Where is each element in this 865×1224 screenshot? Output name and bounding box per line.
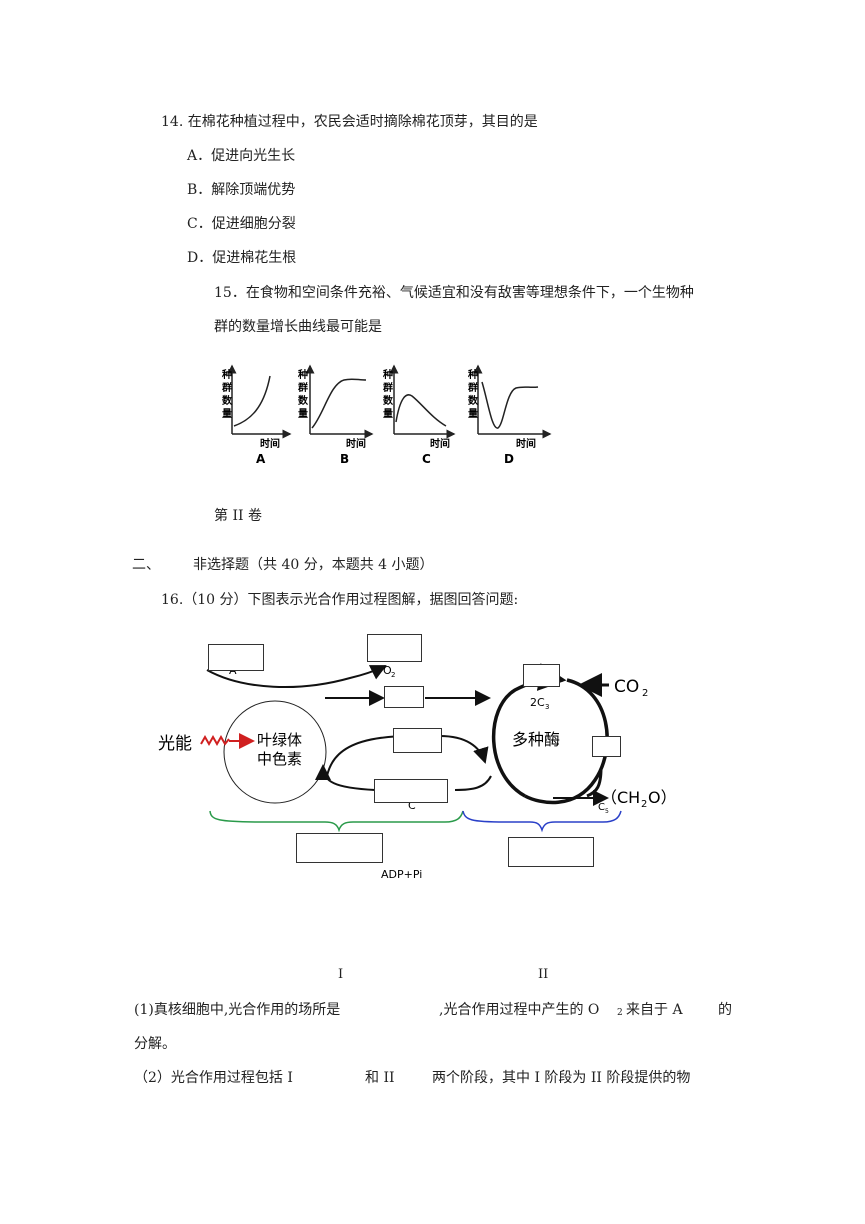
q14-option-d: D．促进棉花生根 bbox=[187, 250, 297, 266]
label-ch2o-open: （CH bbox=[601, 788, 640, 807]
q16-sub2-part2: 和 II bbox=[365, 1070, 395, 1086]
q14-stem: 14. 在棉花种植过程中，农民会适时摘除棉花顶芽，其目的是 bbox=[161, 114, 538, 130]
answer-box-o2[interactable] bbox=[367, 634, 422, 662]
calvin-cycle-arc-right bbox=[524, 678, 609, 805]
graph-c-ylabel-2: 群 bbox=[383, 381, 393, 394]
graph-a-letter: A bbox=[256, 452, 266, 466]
volume-title: 第 II 卷 bbox=[214, 508, 262, 524]
light-zigzag-icon bbox=[200, 734, 230, 747]
light-energy-label: 光能 bbox=[158, 734, 192, 754]
q14-option-a: A．促进向光生长 bbox=[187, 148, 296, 164]
q16-sub2-part1: （2）光合作用过程包括 I bbox=[134, 1070, 293, 1086]
graph-a-ylabel-2: 群 bbox=[222, 381, 232, 394]
q16-sub1-line2: 分解。 bbox=[134, 1036, 176, 1052]
stage-ii-label: II bbox=[538, 967, 549, 982]
q16-sub1-part1: (1)真核细胞中,光合作用的场所是 bbox=[134, 1002, 341, 1018]
label-co2-sub: 2 bbox=[642, 688, 648, 699]
section-number: 二、 bbox=[132, 557, 160, 573]
graph-d: 种 群 数 量 时间 D bbox=[467, 364, 552, 466]
answer-box-stage-i[interactable] bbox=[296, 833, 383, 863]
label-c5: C bbox=[598, 802, 605, 813]
q15-stem-line1: 15．在食物和空间条件充裕、气候适宜和没有敌害等理想条件下，一个生物种 bbox=[214, 285, 694, 301]
graph-d-ylabel-3: 数 bbox=[468, 394, 479, 407]
label-adp-pi: ADP+Pi bbox=[381, 868, 422, 881]
label-ch2o-close: O） bbox=[648, 788, 677, 807]
graph-c-ylabel-3: 数 bbox=[383, 394, 394, 407]
enzyme-label: 多种酶 bbox=[512, 730, 560, 749]
q16-sub2-part3: 两个阶段，其中 I 阶段为 II 阶段提供的物 bbox=[432, 1070, 691, 1086]
graph-a-ylabel-3: 数 bbox=[222, 394, 233, 407]
answer-box-nadph[interactable] bbox=[384, 686, 424, 708]
answer-box-c[interactable] bbox=[374, 779, 448, 803]
photosynthesis-diagram: 叶绿体 中色素 光能 A O 2 B C 多种酶 2C 3 CO 2 C 5 （… bbox=[158, 663, 677, 881]
label-2c3-sub: 3 bbox=[545, 703, 549, 711]
q16-sub1-part2: ,光合作用过程中产生的 O bbox=[439, 1002, 600, 1018]
graph-c-letter: C bbox=[422, 452, 431, 466]
regeneration-arc bbox=[586, 767, 603, 798]
pigment-label-line1: 叶绿体 bbox=[257, 731, 302, 749]
graph-b-ylabel-1: 种 bbox=[297, 368, 308, 381]
graph-d-ylabel-1: 种 bbox=[467, 368, 478, 381]
graph-b-xlabel: 时间 bbox=[346, 437, 366, 450]
q15-stem-line2: 群的数量增长曲线最可能是 bbox=[214, 319, 382, 335]
label-ch2o-sub: 2 bbox=[641, 799, 647, 810]
graph-a-ylabel-4: 量 bbox=[222, 407, 232, 420]
graph-b-ylabel-2: 群 bbox=[298, 381, 308, 394]
label-c5-sub: 5 bbox=[605, 808, 609, 815]
q16-sub1-part3: 来自于 A bbox=[626, 1002, 683, 1018]
q14-option-c: C．促进细胞分裂 bbox=[187, 216, 296, 232]
graph-a-xlabel: 时间 bbox=[260, 437, 280, 450]
stage-ii-brace bbox=[462, 810, 622, 833]
graph-b-ylabel-3: 数 bbox=[298, 394, 309, 407]
graph-b: 种 群 数 量 时间 B bbox=[297, 364, 374, 466]
water-split-arrow bbox=[206, 665, 387, 688]
label-o2: O bbox=[383, 664, 392, 677]
answer-box-2c3[interactable] bbox=[523, 664, 560, 687]
graph-c: 种 群 数 量 时间 C bbox=[382, 364, 456, 466]
atp-flow-arrow bbox=[439, 735, 489, 764]
adp-return-arc-right bbox=[454, 775, 492, 791]
graph-d-ylabel-4: 量 bbox=[468, 407, 478, 420]
graph-c-ylabel-1: 种 bbox=[382, 368, 393, 381]
label-o2-sub: 2 bbox=[391, 671, 395, 679]
graph-d-ylabel-2: 群 bbox=[468, 381, 478, 394]
answer-box-a[interactable] bbox=[208, 644, 264, 671]
graph-a: 种 群 数 量 时间 A bbox=[221, 364, 292, 466]
q16-sub1-part4: 的 bbox=[718, 1002, 732, 1018]
q14-option-b: B．解除顶端优势 bbox=[187, 182, 296, 198]
stage-i-brace bbox=[209, 810, 464, 833]
graph-b-letter: B bbox=[340, 452, 349, 466]
label-c: C bbox=[408, 799, 416, 812]
graph-c-ylabel-4: 量 bbox=[383, 407, 393, 420]
pigment-circle bbox=[223, 700, 327, 804]
pigment-label-line2: 中色素 bbox=[257, 750, 302, 768]
graph-b-ylabel-4: 量 bbox=[298, 407, 308, 420]
label-2c3: 2C bbox=[530, 696, 545, 709]
answer-box-b[interactable] bbox=[393, 728, 442, 753]
graph-a-ylabel-1: 种 bbox=[221, 368, 232, 381]
q16-stem: 16.（10 分）下图表示光合作用过程图解，据图回答问题: bbox=[161, 592, 519, 608]
graph-d-letter: D bbox=[504, 452, 514, 466]
q16-sub1-o2-sub: 2 bbox=[617, 1008, 623, 1018]
graph-d-xlabel: 时间 bbox=[516, 437, 536, 450]
adp-return-arrow bbox=[315, 764, 376, 791]
answer-box-right[interactable] bbox=[592, 736, 621, 757]
label-co2: CO bbox=[614, 677, 639, 697]
answer-box-stage-ii[interactable] bbox=[508, 837, 594, 867]
stage-i-label: I bbox=[338, 967, 344, 982]
q15-growth-curves-figure: 种 群 数 量 时间 A 种 群 数 量 时间 B 种 群 数 量 时间 C 种… bbox=[221, 364, 552, 466]
section-title: 非选择题（共 40 分，本题共 4 小题） bbox=[193, 557, 434, 573]
graph-c-xlabel: 时间 bbox=[430, 437, 450, 450]
